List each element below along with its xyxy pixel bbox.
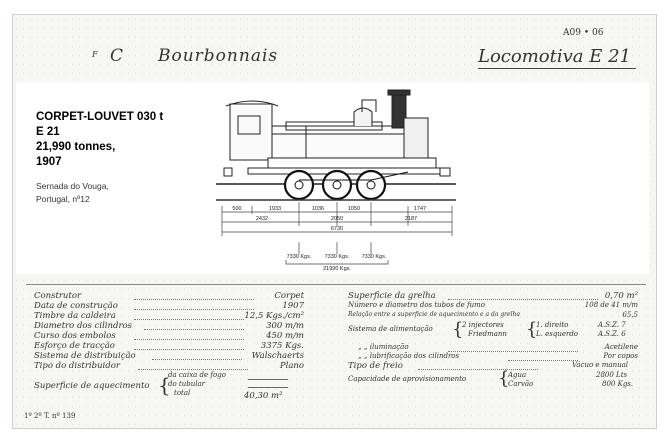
dimension-label: 2432 bbox=[256, 216, 268, 222]
heating-total: 40,30 m² bbox=[244, 391, 283, 401]
spec-value: Acetilene bbox=[604, 343, 638, 351]
axle-load: 7330 Kgs. bbox=[287, 254, 312, 260]
spec-value: 0,70 m² bbox=[604, 291, 638, 301]
dimension-label: 1933 bbox=[269, 206, 281, 212]
spec-value: Vácuo e manual bbox=[571, 361, 628, 369]
spec-label: Timbre da caldeira bbox=[34, 311, 116, 321]
spec-label: Esforço de tracção bbox=[34, 341, 115, 351]
alimentacao-side: L. esquerdo bbox=[536, 330, 579, 338]
capacidade-value: 800 Kgs. bbox=[602, 380, 634, 388]
wheel-group bbox=[283, 169, 387, 201]
dimension-label: 2050 bbox=[331, 216, 343, 222]
dimension-label: 1050 bbox=[348, 206, 360, 212]
caption-line: E 21 bbox=[36, 126, 60, 138]
axle-load: 7330 Kgs. bbox=[325, 254, 350, 260]
specs-right: Superficie da grelha 0,70 m² Número e dia… bbox=[348, 291, 638, 401]
spec-label: Data de construção bbox=[34, 301, 118, 311]
dimension-label: 1747 bbox=[414, 206, 426, 212]
spec-label: „ „ lubrificação dos cilindros bbox=[358, 352, 460, 360]
caption-line: 21,990 tonnes, bbox=[36, 141, 116, 153]
capacidade-block: Capacidade de aprovisionamento { Agua Ca… bbox=[348, 368, 634, 389]
locomotive-title: Locomotiva E 21 bbox=[478, 46, 631, 67]
spec-label: Curso dos embolos bbox=[34, 331, 116, 341]
spec-value: 108 de 41 m/m bbox=[584, 301, 638, 309]
heating-part: do tubular bbox=[168, 380, 205, 388]
alimentacao-block: Sistema de alimentação { 2 injectores Fr… bbox=[348, 319, 626, 340]
spec-value: 65,5 bbox=[622, 311, 638, 319]
overlay-card: CORPET-LOUVET 030 t E 21 21,990 tonnes, … bbox=[16, 82, 649, 274]
heating-part: da caixa de fogo bbox=[168, 371, 226, 379]
spec-value: Corpet bbox=[274, 291, 304, 301]
footer-stamp: 1º 2º T. nº 139 bbox=[24, 412, 76, 420]
alimentacao-label: Sistema de alimentação bbox=[348, 325, 433, 333]
spec-value: 450 m/m bbox=[266, 331, 304, 341]
spec-label: Tipo de freio bbox=[348, 361, 403, 371]
location-text: Sernada do Vouga, Portugal, nº12 bbox=[36, 180, 163, 206]
reference-number: A09 • 06 bbox=[563, 28, 604, 38]
alimentacao-model: A.S.Z. 6 bbox=[598, 330, 626, 338]
spec-label: Sistema de distribuição bbox=[34, 351, 136, 361]
dimension-label: 1036 bbox=[312, 206, 324, 212]
capacidade-item: Carvão bbox=[508, 380, 534, 388]
dimension-label: 500 bbox=[232, 206, 241, 212]
alimentacao-side: 1. direito bbox=[536, 321, 569, 329]
spec-value: 3375 Kgs. bbox=[260, 341, 304, 351]
spec-value: Plano bbox=[279, 361, 304, 371]
railway-name: Bourbonnais bbox=[158, 46, 279, 66]
separator-line bbox=[26, 284, 646, 285]
heating-surface-block: Superficie de aquecimento { da caixa de … bbox=[34, 371, 304, 401]
dimension-total: 6730 bbox=[331, 226, 343, 232]
locomotive-drawing: 500 1933 1036 1050 1747 2432 2050 2187 6… bbox=[216, 89, 456, 272]
spec-label: „ „ iluminação bbox=[358, 343, 409, 351]
dimension-label: 2187 bbox=[405, 216, 417, 222]
heating-part: total bbox=[174, 389, 191, 397]
alimentacao-type: Friedmann bbox=[468, 330, 507, 338]
spec-label: Diametro dos cilindros bbox=[34, 321, 132, 331]
axle-load: 7330 Kgs. bbox=[362, 254, 387, 260]
spec-label: Superficie da grelha bbox=[348, 291, 436, 301]
title-underline bbox=[478, 68, 636, 69]
spec-value: Walschaerts bbox=[251, 351, 304, 361]
capacidade-item: Agua bbox=[508, 371, 527, 379]
caption-line: 1907 bbox=[36, 156, 62, 168]
location-line: Portugal, nº12 bbox=[36, 194, 90, 204]
caption-line: CORPET-LOUVET 030 t bbox=[36, 111, 164, 123]
prefix-letter-mark: F bbox=[92, 50, 98, 59]
total-weight: 21990 Kgs. bbox=[323, 266, 351, 272]
spec-label: Relação entre a superficie de aqueciment… bbox=[348, 311, 520, 318]
capacidade-label: Capacidade de aprovisionamento bbox=[348, 375, 467, 383]
spec-label: Número e diametro dos tubos de fumo bbox=[348, 301, 485, 309]
caption-block: CORPET-LOUVET 030 t E 21 21,990 tonnes, … bbox=[36, 110, 163, 206]
spec-label: Construtor bbox=[34, 291, 82, 301]
location-line: Sernada do Vouga, bbox=[36, 181, 109, 191]
spec-value: 12,5 Kgs./cm² bbox=[244, 311, 304, 321]
capacidade-value: 2800 Lts bbox=[596, 371, 628, 379]
alimentacao-model: A.S.Z. 7 bbox=[598, 321, 626, 329]
spec-label: Tipo do distribuidor bbox=[34, 361, 120, 371]
spec-value: Por copos bbox=[603, 352, 638, 360]
header-prefix: C bbox=[110, 46, 124, 66]
spec-value: 1907 bbox=[282, 301, 304, 311]
spec-value: 300 m/m bbox=[266, 321, 304, 331]
heating-label: Superficie de aquecimento bbox=[34, 381, 150, 391]
alimentacao-type: 2 injectores bbox=[462, 321, 504, 329]
